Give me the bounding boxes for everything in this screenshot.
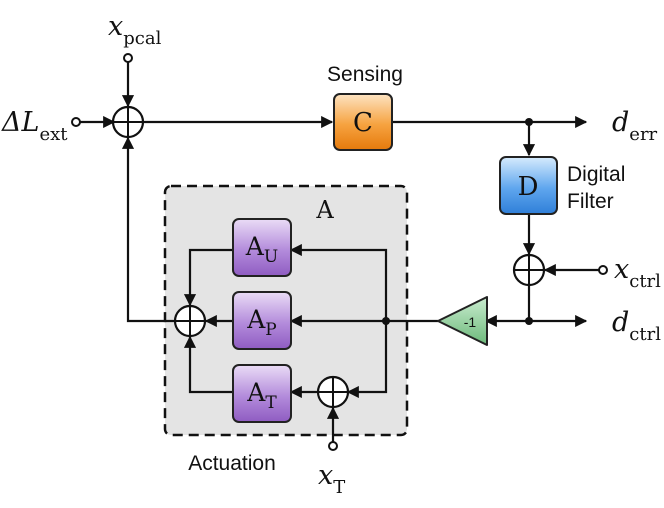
d-err-base: d (612, 107, 629, 138)
wire-feedback (121, 136, 174, 323)
svg-text:AT: AT (246, 378, 277, 413)
port-delta-l (71, 117, 81, 127)
sum-junction-actuation (173, 304, 207, 338)
a-t-base: A (246, 378, 266, 407)
port-x-pcal (123, 53, 133, 63)
sum-junction-top (111, 105, 145, 139)
sensing-caption: Sensing (327, 63, 403, 86)
label-x-ctrl: xctrl (614, 254, 661, 292)
a-u-base: A (245, 232, 265, 261)
wire-to-t-sum (346, 321, 388, 399)
junction-dot-actuation (382, 317, 390, 325)
wire-au-out (183, 248, 232, 307)
x-pcal-sub: pcal (123, 28, 161, 49)
actuation-symbol: A (315, 196, 334, 224)
gain-label: -1 (464, 314, 477, 330)
actuator-block-u: AU (232, 218, 292, 277)
svg-text:AU: AU (245, 232, 278, 267)
wire-to-au (289, 243, 388, 321)
d-err-sub: err (629, 124, 657, 145)
a-p-base: A (246, 305, 266, 334)
label-d-ctrl: dctrl (612, 307, 661, 345)
junction-dot-ctrl (525, 317, 533, 325)
digital-filter-block: D (499, 156, 558, 215)
gain-triangle: -1 (437, 296, 488, 346)
filter-caption-line2: Filter (567, 190, 614, 213)
filter-block-symbol: D (518, 172, 539, 202)
svg-text:AP: AP (246, 305, 277, 340)
delta-l-sub: ext (39, 124, 68, 145)
actuator-block-t: AT (232, 364, 292, 423)
a-p-sub: P (265, 320, 276, 340)
a-t-sub: T (265, 393, 277, 413)
sensing-block-symbol: C (353, 108, 373, 138)
delta-l-base: ΔL (1, 107, 39, 138)
actuator-block-p: AP (232, 291, 292, 350)
label-delta-l-ext: ΔLext (1, 107, 68, 145)
a-u-sub: U (264, 247, 278, 267)
filter-caption-line1: Digital (567, 163, 625, 186)
port-x-t (328, 441, 338, 451)
label-d-err: derr (612, 107, 658, 145)
x-t-sub: T (333, 477, 345, 498)
x-ctrl-base: x (614, 254, 629, 285)
x-t-base: x (318, 460, 333, 491)
actuation-caption: Actuation (188, 452, 276, 475)
label-x-t: xT (318, 460, 345, 498)
label-x-pcal: xpcal (108, 11, 162, 49)
signal-wires (80, 61, 600, 442)
sensing-block: C (333, 93, 393, 151)
junction-dot-err (525, 118, 533, 126)
port-x-ctrl (598, 265, 608, 275)
d-ctrl-base: d (612, 307, 629, 338)
wire-at-out (183, 335, 232, 394)
x-pcal-base: x (108, 11, 123, 42)
x-ctrl-sub: ctrl (629, 271, 661, 292)
d-ctrl-sub: ctrl (629, 324, 661, 345)
sum-junction-ctrl (512, 253, 546, 287)
sum-junction-thermal (316, 375, 350, 409)
